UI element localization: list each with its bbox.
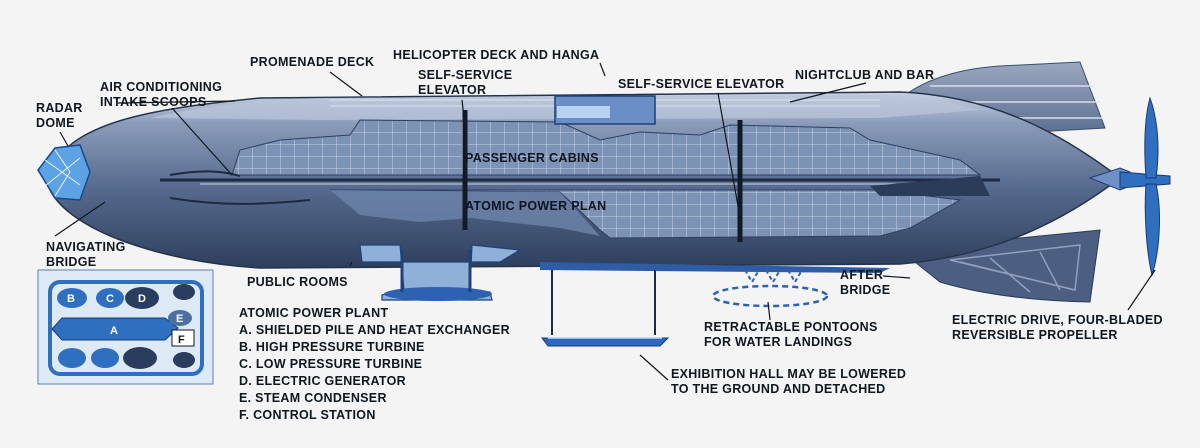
exhibition-hall: [541, 337, 670, 347]
exhibition-hall-rail: [540, 262, 890, 273]
label-atomic-power-plant: ATOMIC POWER PLAN: [465, 199, 607, 213]
inset-tag-f: F: [178, 334, 185, 346]
label-nightclub: NIGHTCLUB AND BAR: [795, 68, 935, 82]
legend-item-b: B. HIGH PRESSURE TURBINE: [239, 340, 425, 354]
inset-tag-c: C: [106, 293, 114, 305]
legend-item-d: D. ELECTRIC GENERATOR: [239, 374, 406, 388]
legend-item-a: A. SHIELDED PILE AND HEAT EXCHANGER: [239, 323, 510, 337]
label-self-service-elevator-right: SELF-SERVICE ELEVATOR: [618, 77, 785, 91]
inset-tag-d: D: [138, 293, 146, 305]
public-rooms-float: [384, 287, 492, 301]
retractable-pontoons: [711, 284, 829, 308]
inset-e: [168, 310, 192, 326]
inset-d: [125, 287, 159, 309]
inset-b: [57, 288, 87, 308]
legend-item-c: C. LOW PRESSURE TURBINE: [239, 357, 423, 371]
inset-tag-a: A: [110, 325, 118, 337]
propeller-blade-lower: [1144, 183, 1160, 277]
propeller-hub: [1119, 171, 1171, 189]
legend-item-f: F. CONTROL STATION: [239, 408, 376, 422]
inset-c: [96, 288, 124, 308]
inset-tag-e: E: [176, 313, 183, 325]
label-passenger-cabins: PASSENGER CABINS: [465, 151, 599, 165]
inset-f: [171, 329, 195, 347]
inset-a: [51, 317, 179, 341]
label-promenade-deck: PROMENADE DECK: [250, 55, 375, 69]
propeller-blade-upper: [1144, 96, 1159, 179]
label-helicopter-deck: HELICOPTER DECK AND HANGA: [393, 48, 600, 62]
radar-dome: [37, 144, 91, 201]
legend-title: ATOMIC POWER PLANT: [239, 306, 389, 320]
legend-item-e: E. STEAM CONDENSER: [239, 391, 387, 405]
inset-tag-b: B: [67, 293, 75, 305]
power-plant-inset: B C D A E F: [37, 269, 214, 385]
label-public-rooms: PUBLIC ROOMS: [247, 275, 348, 289]
leader-lines: [54, 62, 1156, 381]
cutaway-passenger-cabins: [231, 119, 982, 176]
